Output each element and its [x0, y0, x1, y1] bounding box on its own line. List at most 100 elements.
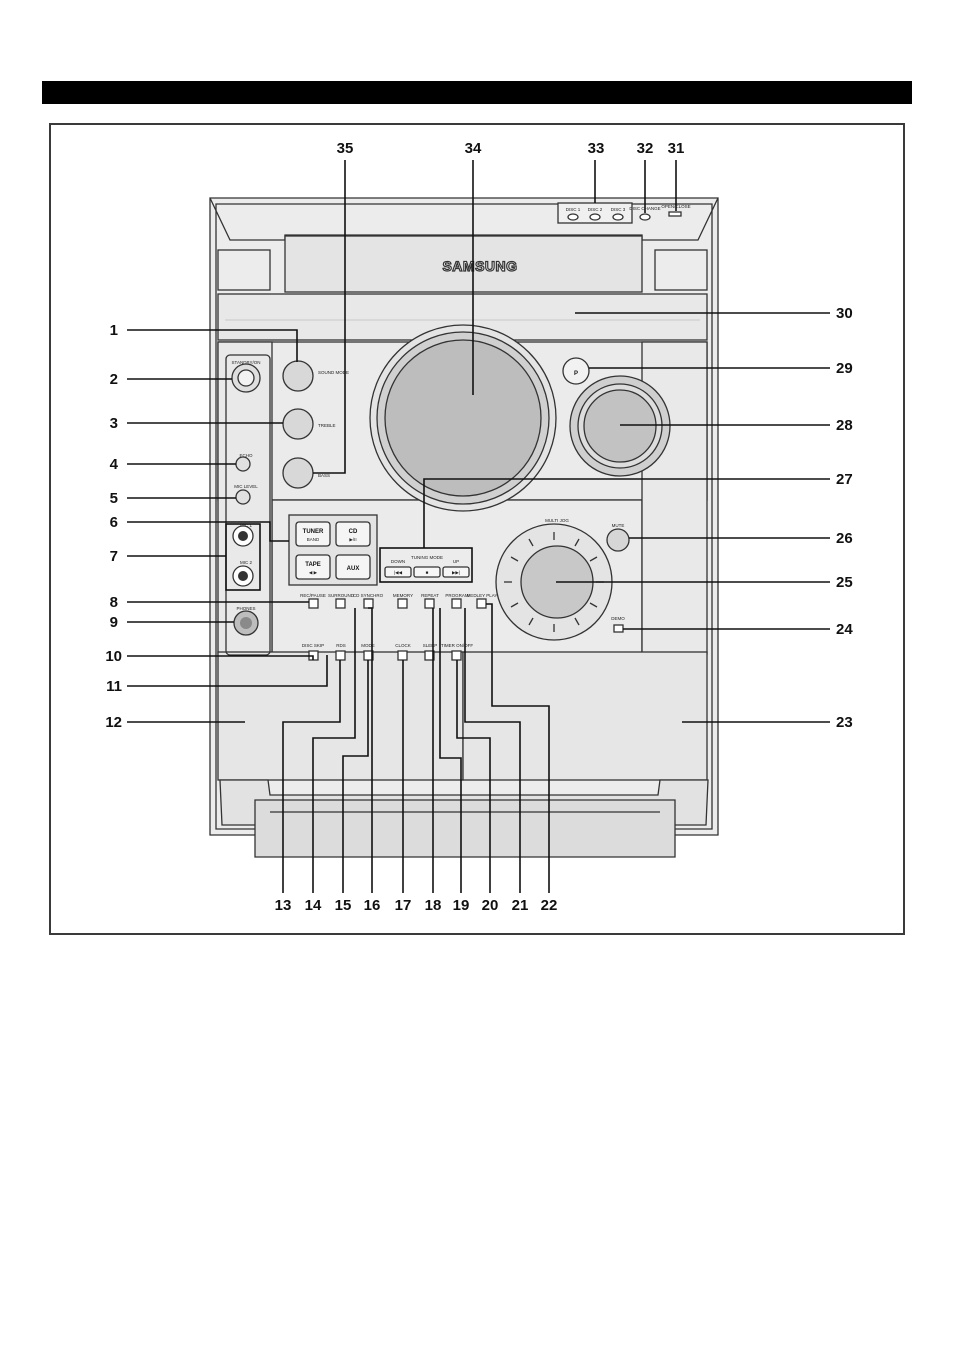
- mic-level-knob[interactable]: [235, 489, 251, 505]
- callout-32: 32: [637, 140, 654, 157]
- timer-button[interactable]: [451, 650, 462, 661]
- unit-body: [209, 197, 719, 858]
- callout-31: 31: [668, 140, 685, 157]
- timer-label: TIMER ON/OFF: [441, 643, 473, 648]
- tape-button[interactable]: [295, 554, 331, 580]
- rds-button[interactable]: [335, 650, 346, 661]
- callout-29: 29: [836, 360, 853, 377]
- cd-sync-label: CD SYNCHRO: [353, 593, 384, 598]
- callout-3: 3: [110, 415, 118, 432]
- tape-label: TAPE: [305, 562, 321, 568]
- callout-11: 11: [106, 678, 122, 695]
- surround-button[interactable]: [335, 598, 346, 609]
- mute-button[interactable]: [606, 528, 630, 552]
- callout-26: 26: [836, 530, 853, 547]
- repeat-button[interactable]: [424, 598, 435, 609]
- treble-knob[interactable]: [282, 408, 314, 440]
- program-logo-icon: [562, 357, 590, 385]
- tuner-label: TUNER: [303, 529, 324, 535]
- callout-17: 17: [395, 897, 412, 914]
- mic1-jack-hole: [238, 531, 248, 541]
- mute-label: MUTE: [612, 523, 625, 528]
- header-bar: [42, 81, 912, 104]
- demo-button[interactable]: [613, 624, 624, 633]
- phones-jack-hole: [240, 617, 252, 629]
- treble-label: TREBLE: [318, 423, 336, 428]
- clock-label: CLOCK: [395, 643, 411, 648]
- cd-sync-button[interactable]: [363, 598, 374, 609]
- memory-label: MEMORY: [393, 593, 413, 598]
- down-label: DOWN: [391, 559, 405, 564]
- callout-28: 28: [836, 417, 853, 434]
- tuning-up-button[interactable]: [442, 566, 470, 578]
- sound-mode-knob[interactable]: [282, 360, 314, 392]
- sleep-button[interactable]: [424, 650, 435, 661]
- disc-change-button[interactable]: [639, 213, 651, 221]
- tape-direction-icon: ◀ ▶: [309, 570, 318, 575]
- disc2-label: DISC 2: [588, 207, 603, 212]
- callout-19: 19: [453, 897, 470, 914]
- skip-back-icon: |◀◀: [394, 570, 403, 575]
- callout-2: 2: [110, 371, 118, 388]
- echo-knob[interactable]: [235, 456, 251, 472]
- surround-label: SURROUND: [328, 593, 355, 598]
- multi-jog-label: MULTI JOG: [545, 518, 569, 523]
- source-buttons: TUNER BAND CD ▶/II TAPE ◀ ▶ AUX: [288, 514, 378, 586]
- brand-logo: SAMSUNG: [442, 258, 517, 274]
- disc-skip-label: DISC SKIP: [302, 643, 324, 648]
- tuning-buttons: DOWN TUNING MODE UP |◀◀ ■ ▶▶|: [379, 547, 473, 583]
- callout-9: 9: [110, 614, 118, 631]
- callout-30: 30: [836, 305, 853, 322]
- mic2-label: MIC 2: [240, 560, 252, 565]
- callout-25: 25: [836, 574, 853, 591]
- open-close-button[interactable]: [668, 211, 682, 217]
- tuner-band-button[interactable]: [295, 521, 331, 547]
- callout-16: 16: [364, 897, 381, 914]
- volume-knob[interactable]: [583, 389, 657, 463]
- cassette-window[interactable]: [384, 339, 542, 497]
- cd-play-button[interactable]: [335, 521, 371, 547]
- disc2-button[interactable]: [589, 213, 601, 221]
- sound-mode-label: SOUND MODE: [318, 370, 349, 375]
- callout-15: 15: [335, 897, 352, 914]
- power-label: STANDBY/ON: [232, 360, 261, 365]
- callout-numbers: 1 2 3 4 5 6 7 8 9 10 11 12 13 14 15 16 1…: [105, 140, 853, 914]
- rec-pause-button[interactable]: [308, 598, 319, 609]
- program-label: PROGRAM: [445, 593, 469, 598]
- memory-button[interactable]: [397, 598, 408, 609]
- demo-label: DEMO: [611, 616, 625, 621]
- cd-label: CD: [349, 529, 358, 535]
- callout-6: 6: [110, 514, 118, 531]
- aux-label: AUX: [347, 566, 360, 572]
- leader-lines: [127, 160, 830, 893]
- aux-button[interactable]: [335, 554, 371, 580]
- callout-18: 18: [425, 897, 442, 914]
- sleep-label: SLEEP: [423, 643, 438, 648]
- disc3-label: DISC 3: [611, 207, 626, 212]
- left-controls: STANDBY/ON SOUND MODE TREBLE BASS ECHO M…: [225, 354, 349, 656]
- callout-10: 10: [105, 648, 122, 665]
- program-button[interactable]: [451, 598, 462, 609]
- callout-33: 33: [588, 140, 605, 157]
- power-icon: [237, 369, 255, 387]
- diagram-frame: [49, 123, 905, 935]
- callout-20: 20: [482, 897, 499, 914]
- disc1-button[interactable]: [567, 213, 579, 221]
- rec-pause-label: REC/PAUSE: [300, 593, 326, 598]
- callout-22: 22: [541, 897, 558, 914]
- callout-35: 35: [337, 140, 354, 157]
- disc3-button[interactable]: [612, 213, 624, 221]
- clock-button[interactable]: [397, 650, 408, 661]
- mic1-label: MIC 1: [240, 523, 252, 528]
- callout-4: 4: [110, 456, 119, 473]
- mic-level-label: MIC LEVEL: [234, 484, 258, 489]
- tuning-down-button[interactable]: [384, 566, 412, 578]
- bass-knob[interactable]: [282, 457, 314, 489]
- tuning-stop-button[interactable]: [413, 566, 441, 578]
- callout-27: 27: [836, 471, 853, 488]
- function-buttons: REC/PAUSE SURROUND CD SYNCHRO MEMORY REP…: [300, 593, 497, 661]
- callout-12: 12: [105, 714, 122, 731]
- repeat-label: REPEAT: [421, 593, 439, 598]
- medley-play-button[interactable]: [476, 598, 487, 609]
